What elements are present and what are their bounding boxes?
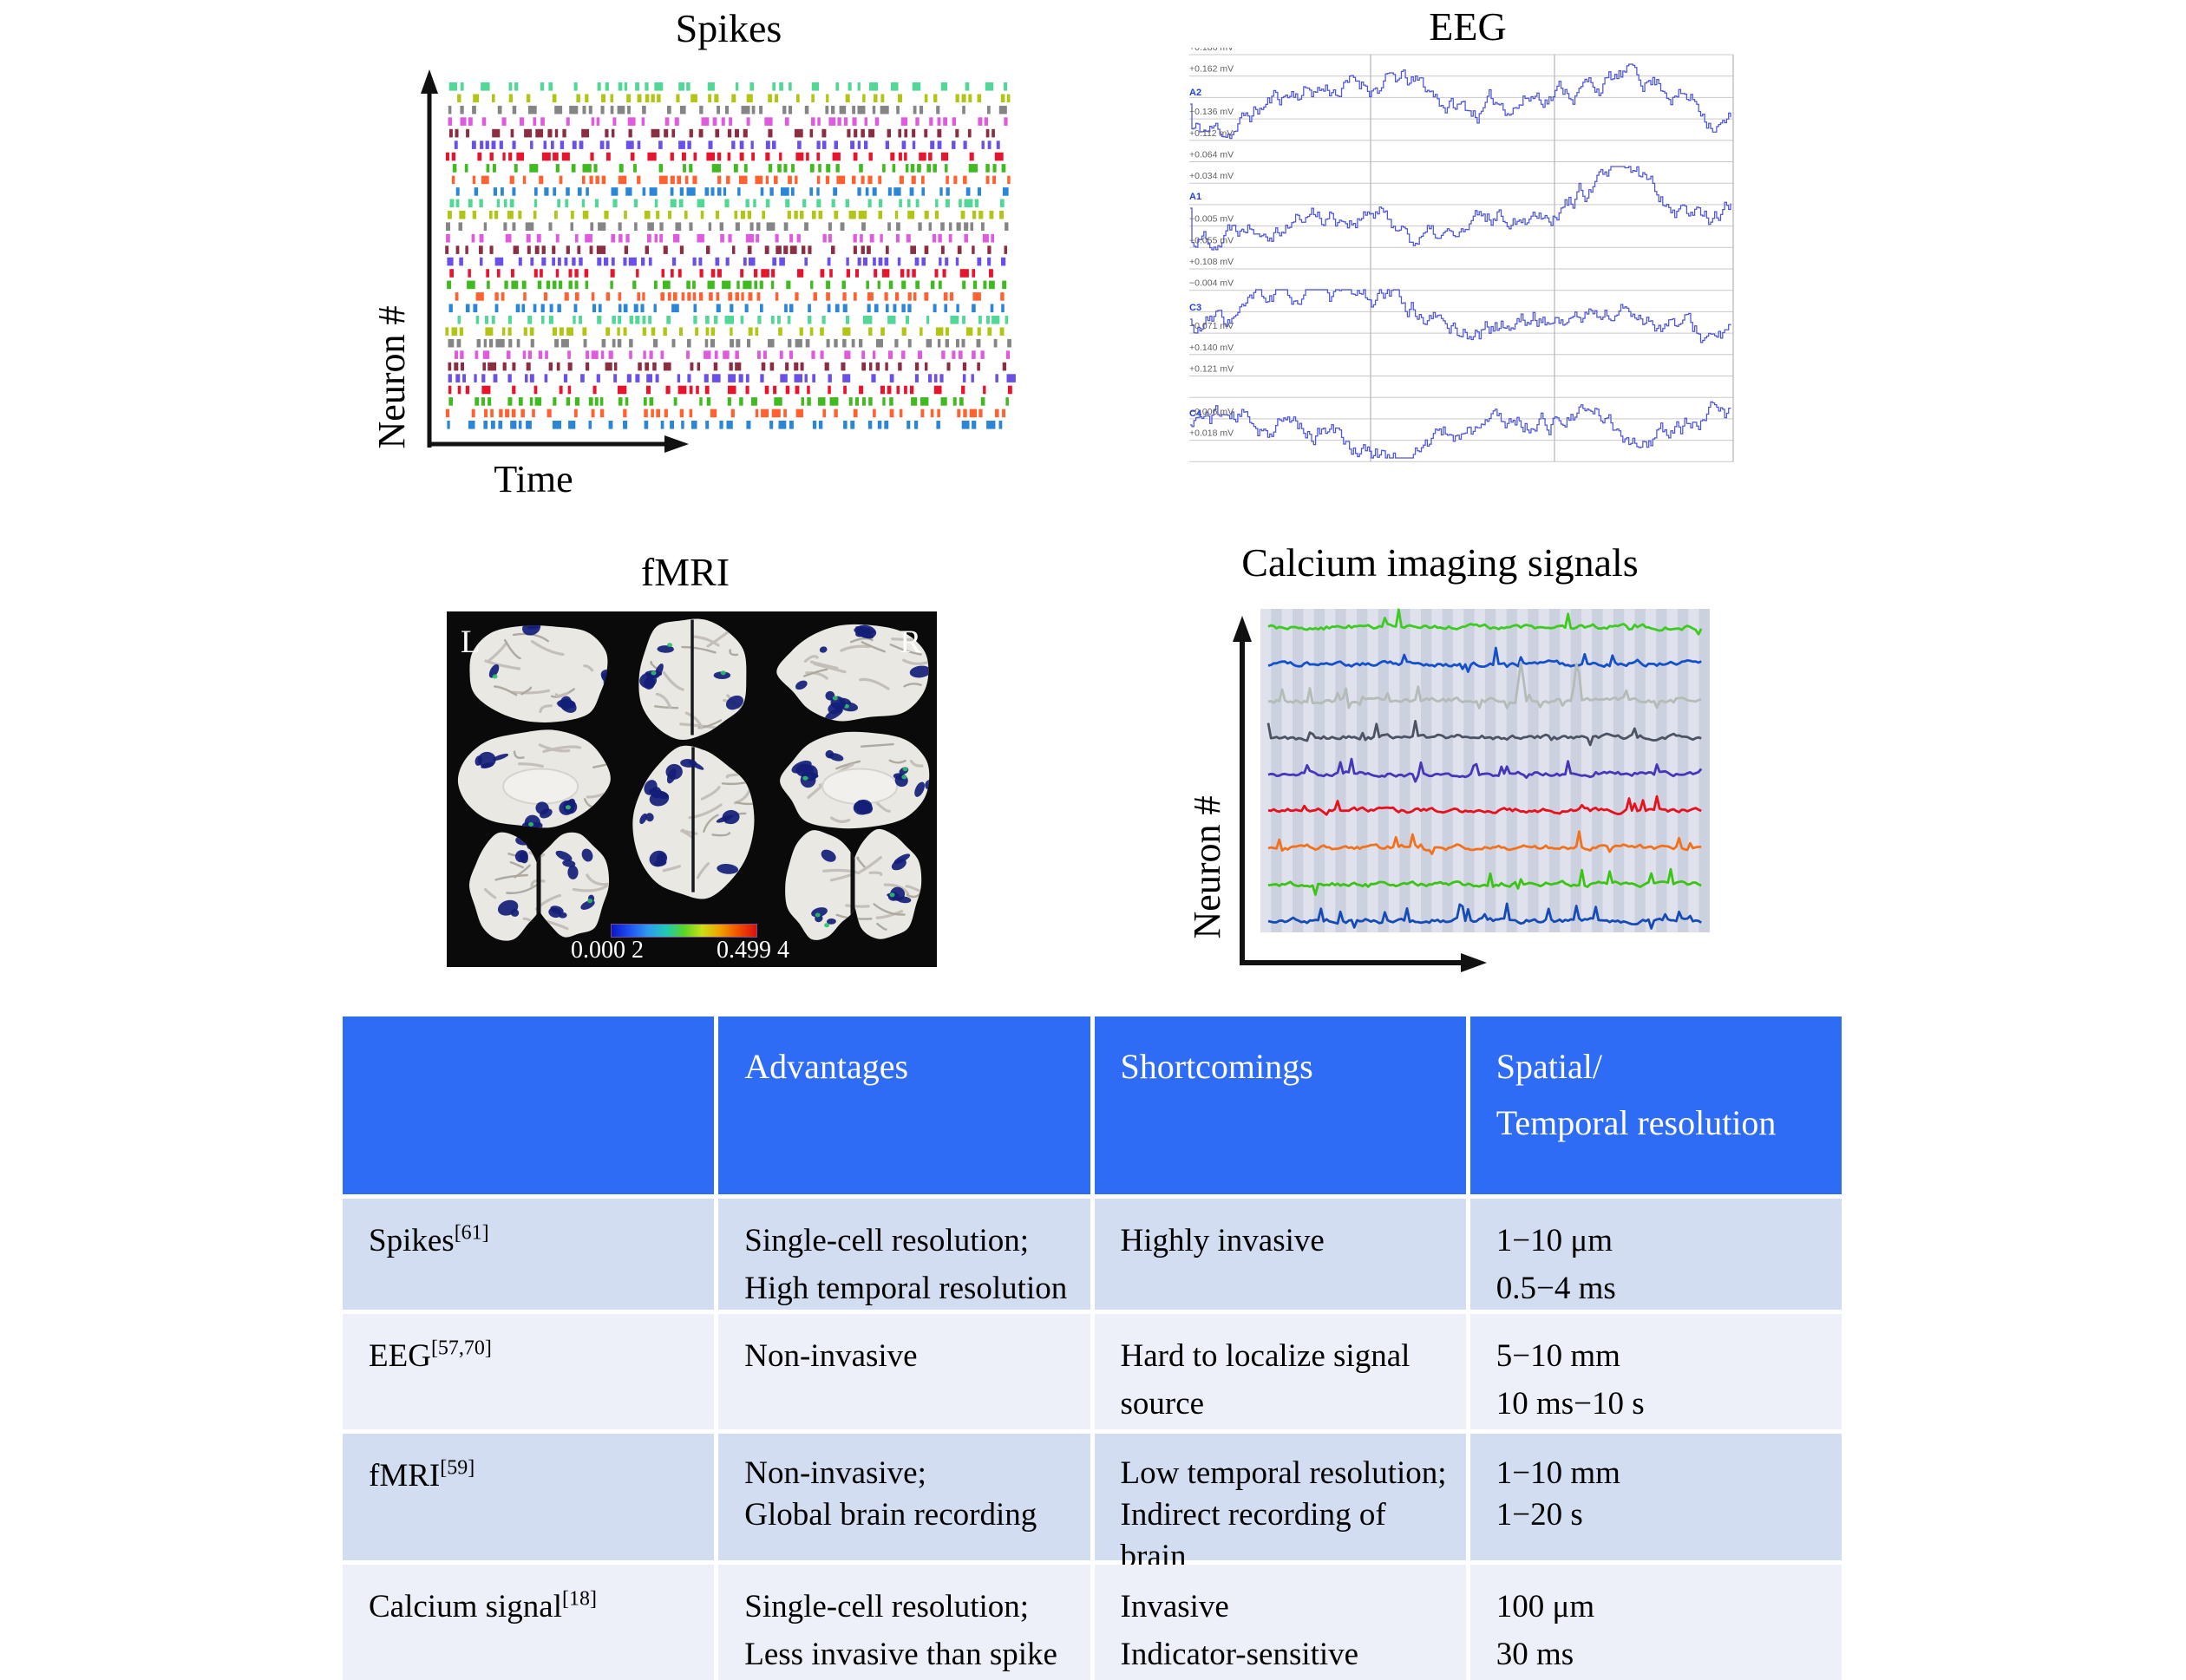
row-calcium-label: Calcium signal[18] — [343, 1565, 715, 1680]
row-calcium-advantages: Single-cell resolution; Less invasive th… — [718, 1565, 1090, 1680]
calcium-traces-plot — [1233, 608, 1710, 972]
row-eeg-shortcomings: Hard to localize signal source — [1094, 1314, 1466, 1429]
row-fmri-resolution: 1−10 mm 1−20 s — [1469, 1434, 1842, 1560]
svg-text:+0.034 mV: +0.034 mV — [1189, 171, 1234, 181]
svg-text:+0.108 mV: +0.108 mV — [1189, 257, 1234, 267]
row-spikes-shortcomings: Highly invasive — [1094, 1199, 1466, 1310]
row-spikes-name: Spikes — [369, 1223, 455, 1258]
svg-text:−0.071 mV: −0.071 mV — [1189, 321, 1234, 331]
row-calcium-ref: [18] — [562, 1587, 597, 1611]
row-spikes-resolution: 1−10 μm 0.5−4 ms — [1469, 1199, 1842, 1310]
fmri-colorbar-max-label: 0.499 4 — [717, 937, 789, 964]
row-fmri-name: fMRI — [369, 1458, 441, 1494]
svg-text:C4: C4 — [1189, 409, 1202, 419]
calcium-ylabel: Neuron # — [1186, 795, 1228, 939]
svg-text:−0.004 mV: −0.004 mV — [1189, 278, 1234, 289]
svg-text:+0.162 mV: +0.162 mV — [1189, 64, 1234, 75]
row-eeg-label: EEG[57,70] — [343, 1314, 715, 1429]
fmri-image-panel: L R 0.000 2 0.499 4 — [447, 611, 937, 967]
svg-text:−0.005 mV: −0.005 mV — [1189, 214, 1234, 225]
row-spikes-advantages: Single-cell resolution; High temporal re… — [718, 1199, 1090, 1310]
svg-text:+0.136 mV: +0.136 mV — [1189, 107, 1234, 117]
row-spikes-ref: [61] — [454, 1221, 489, 1245]
row-fmri-ref: [59] — [440, 1456, 475, 1480]
table-header-resolution: Spatial/ Temporal resolution — [1469, 1016, 1842, 1194]
spikes-title: Spikes — [675, 6, 782, 50]
svg-text:A1: A1 — [1189, 192, 1201, 202]
fmri-brain-views — [457, 618, 930, 941]
svg-text:C3: C3 — [1189, 303, 1201, 313]
calcium-title: Calcium imaging signals — [1241, 540, 1639, 585]
svg-text:+0.186 mV: +0.186 mV — [1189, 48, 1234, 53]
row-calcium-shortcomings: Invasive Indicator-sensitive — [1094, 1565, 1466, 1680]
row-calcium-resolution: 100 μm 30 ms — [1469, 1565, 1842, 1680]
row-eeg-advantages: Non-invasive — [718, 1314, 1090, 1429]
table-header-modality — [343, 1016, 715, 1194]
spikes-ylabel: Neuron # — [370, 305, 413, 449]
svg-text:+0.064 mV: +0.064 mV — [1189, 150, 1234, 160]
svg-text:A2: A2 — [1189, 88, 1201, 98]
spikes-raster-plot — [421, 69, 1016, 453]
svg-text:+0.018 mV: +0.018 mV — [1189, 428, 1234, 439]
table-header-shortcomings: Shortcomings — [1094, 1016, 1466, 1194]
eeg-title: EEG — [1429, 4, 1507, 49]
fmri-right-hemisphere-label: R — [900, 624, 921, 660]
spikes-xlabel: Time — [494, 458, 573, 500]
svg-text:−0.006 mV: −0.006 mV — [1189, 407, 1234, 417]
row-calcium-name: Calcium signal — [369, 1589, 562, 1624]
row-eeg-resolution: 5−10 mm 10 ms−10 s — [1469, 1314, 1842, 1429]
fmri-colorbar — [611, 924, 757, 938]
svg-text:+0.112 mV: +0.112 mV — [1189, 128, 1233, 139]
row-fmri-advantages: Non-invasive; Global brain recording — [718, 1434, 1090, 1560]
row-spikes-label: Spikes[61] — [343, 1199, 715, 1310]
row-fmri-label: fMRI[59] — [343, 1434, 715, 1560]
row-fmri-shortcomings: Low temporal resolution; Indirect record… — [1094, 1434, 1466, 1616]
row-eeg-name: EEG — [369, 1338, 431, 1374]
row-eeg-ref: [57,70] — [430, 1337, 492, 1360]
fmri-colorbar-min-label: 0.000 2 — [571, 937, 644, 964]
svg-text:+0.140 mV: +0.140 mV — [1189, 343, 1234, 353]
table-header-advantages: Advantages — [718, 1016, 1090, 1194]
fmri-title: fMRI — [640, 550, 730, 594]
fmri-left-hemisphere-label: L — [461, 624, 481, 660]
svg-text:+0.121 mV: +0.121 mV — [1189, 364, 1234, 375]
comparison-table: Advantages Shortcomings Spatial/ Tempora… — [343, 1016, 1842, 1680]
svg-text:−0.055 mV: −0.055 mV — [1189, 235, 1234, 245]
